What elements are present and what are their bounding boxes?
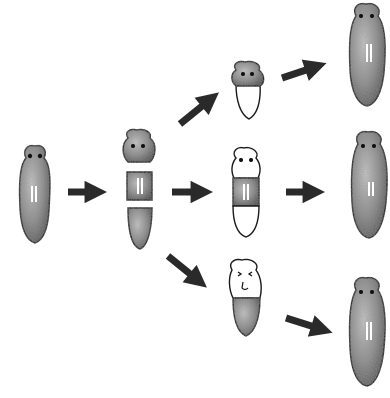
arrow-tail-to-regen: [168, 256, 200, 282]
fragment-trunk: [127, 172, 152, 200]
regenerated-worm-2-eye-right: [372, 144, 376, 148]
regen-head-fragment: [232, 61, 264, 119]
regenerated-worm-3-eye-right: [370, 290, 374, 294]
fragment-head-eye-left: [131, 144, 135, 148]
regen-head-old: [232, 61, 264, 86]
fragment-head: [123, 129, 155, 162]
regen-head-eye-right: [250, 72, 254, 76]
worm-intact-eye-right: [38, 154, 42, 158]
regenerated-worm-2-eye-left: [361, 144, 365, 148]
arrow-to-final-3: [286, 318, 324, 330]
regen-tail-new-head: [229, 260, 261, 298]
regenerated-worm-1: [350, 4, 386, 106]
regen-tail-old: [233, 298, 260, 336]
regen-trunk-new-head: [232, 148, 260, 178]
regen-trunk-eye-left: [239, 158, 243, 162]
regen-trunk-eye-right: [249, 158, 253, 162]
worm-intact-body: [20, 146, 50, 243]
regenerated-worm-2: [352, 132, 388, 238]
regen-trunk-fragment: [232, 148, 260, 237]
worm-intact: [20, 146, 50, 243]
worm-cut-fragments: [123, 129, 155, 249]
regen-tail-fragment: [229, 260, 261, 336]
regen-head-eye-left: [241, 72, 245, 76]
worm-intact-eye-left: [28, 154, 32, 158]
regenerated-worm-3: [350, 278, 386, 386]
regenerated-worm-1-eye-left: [359, 14, 363, 18]
arrow-to-final-1: [282, 66, 318, 78]
regenerated-worm-3-eye-left: [359, 290, 363, 294]
regen-head-tissue: [236, 84, 260, 119]
regen-trunk-new-tail: [233, 206, 259, 237]
regen-trunk-old: [233, 178, 259, 206]
arrow-head-to-regen: [180, 98, 212, 124]
fragment-tail: [128, 208, 152, 249]
fragment-head-eye-right: [141, 144, 145, 148]
regenerated-worm-1-eye-right: [370, 14, 374, 18]
